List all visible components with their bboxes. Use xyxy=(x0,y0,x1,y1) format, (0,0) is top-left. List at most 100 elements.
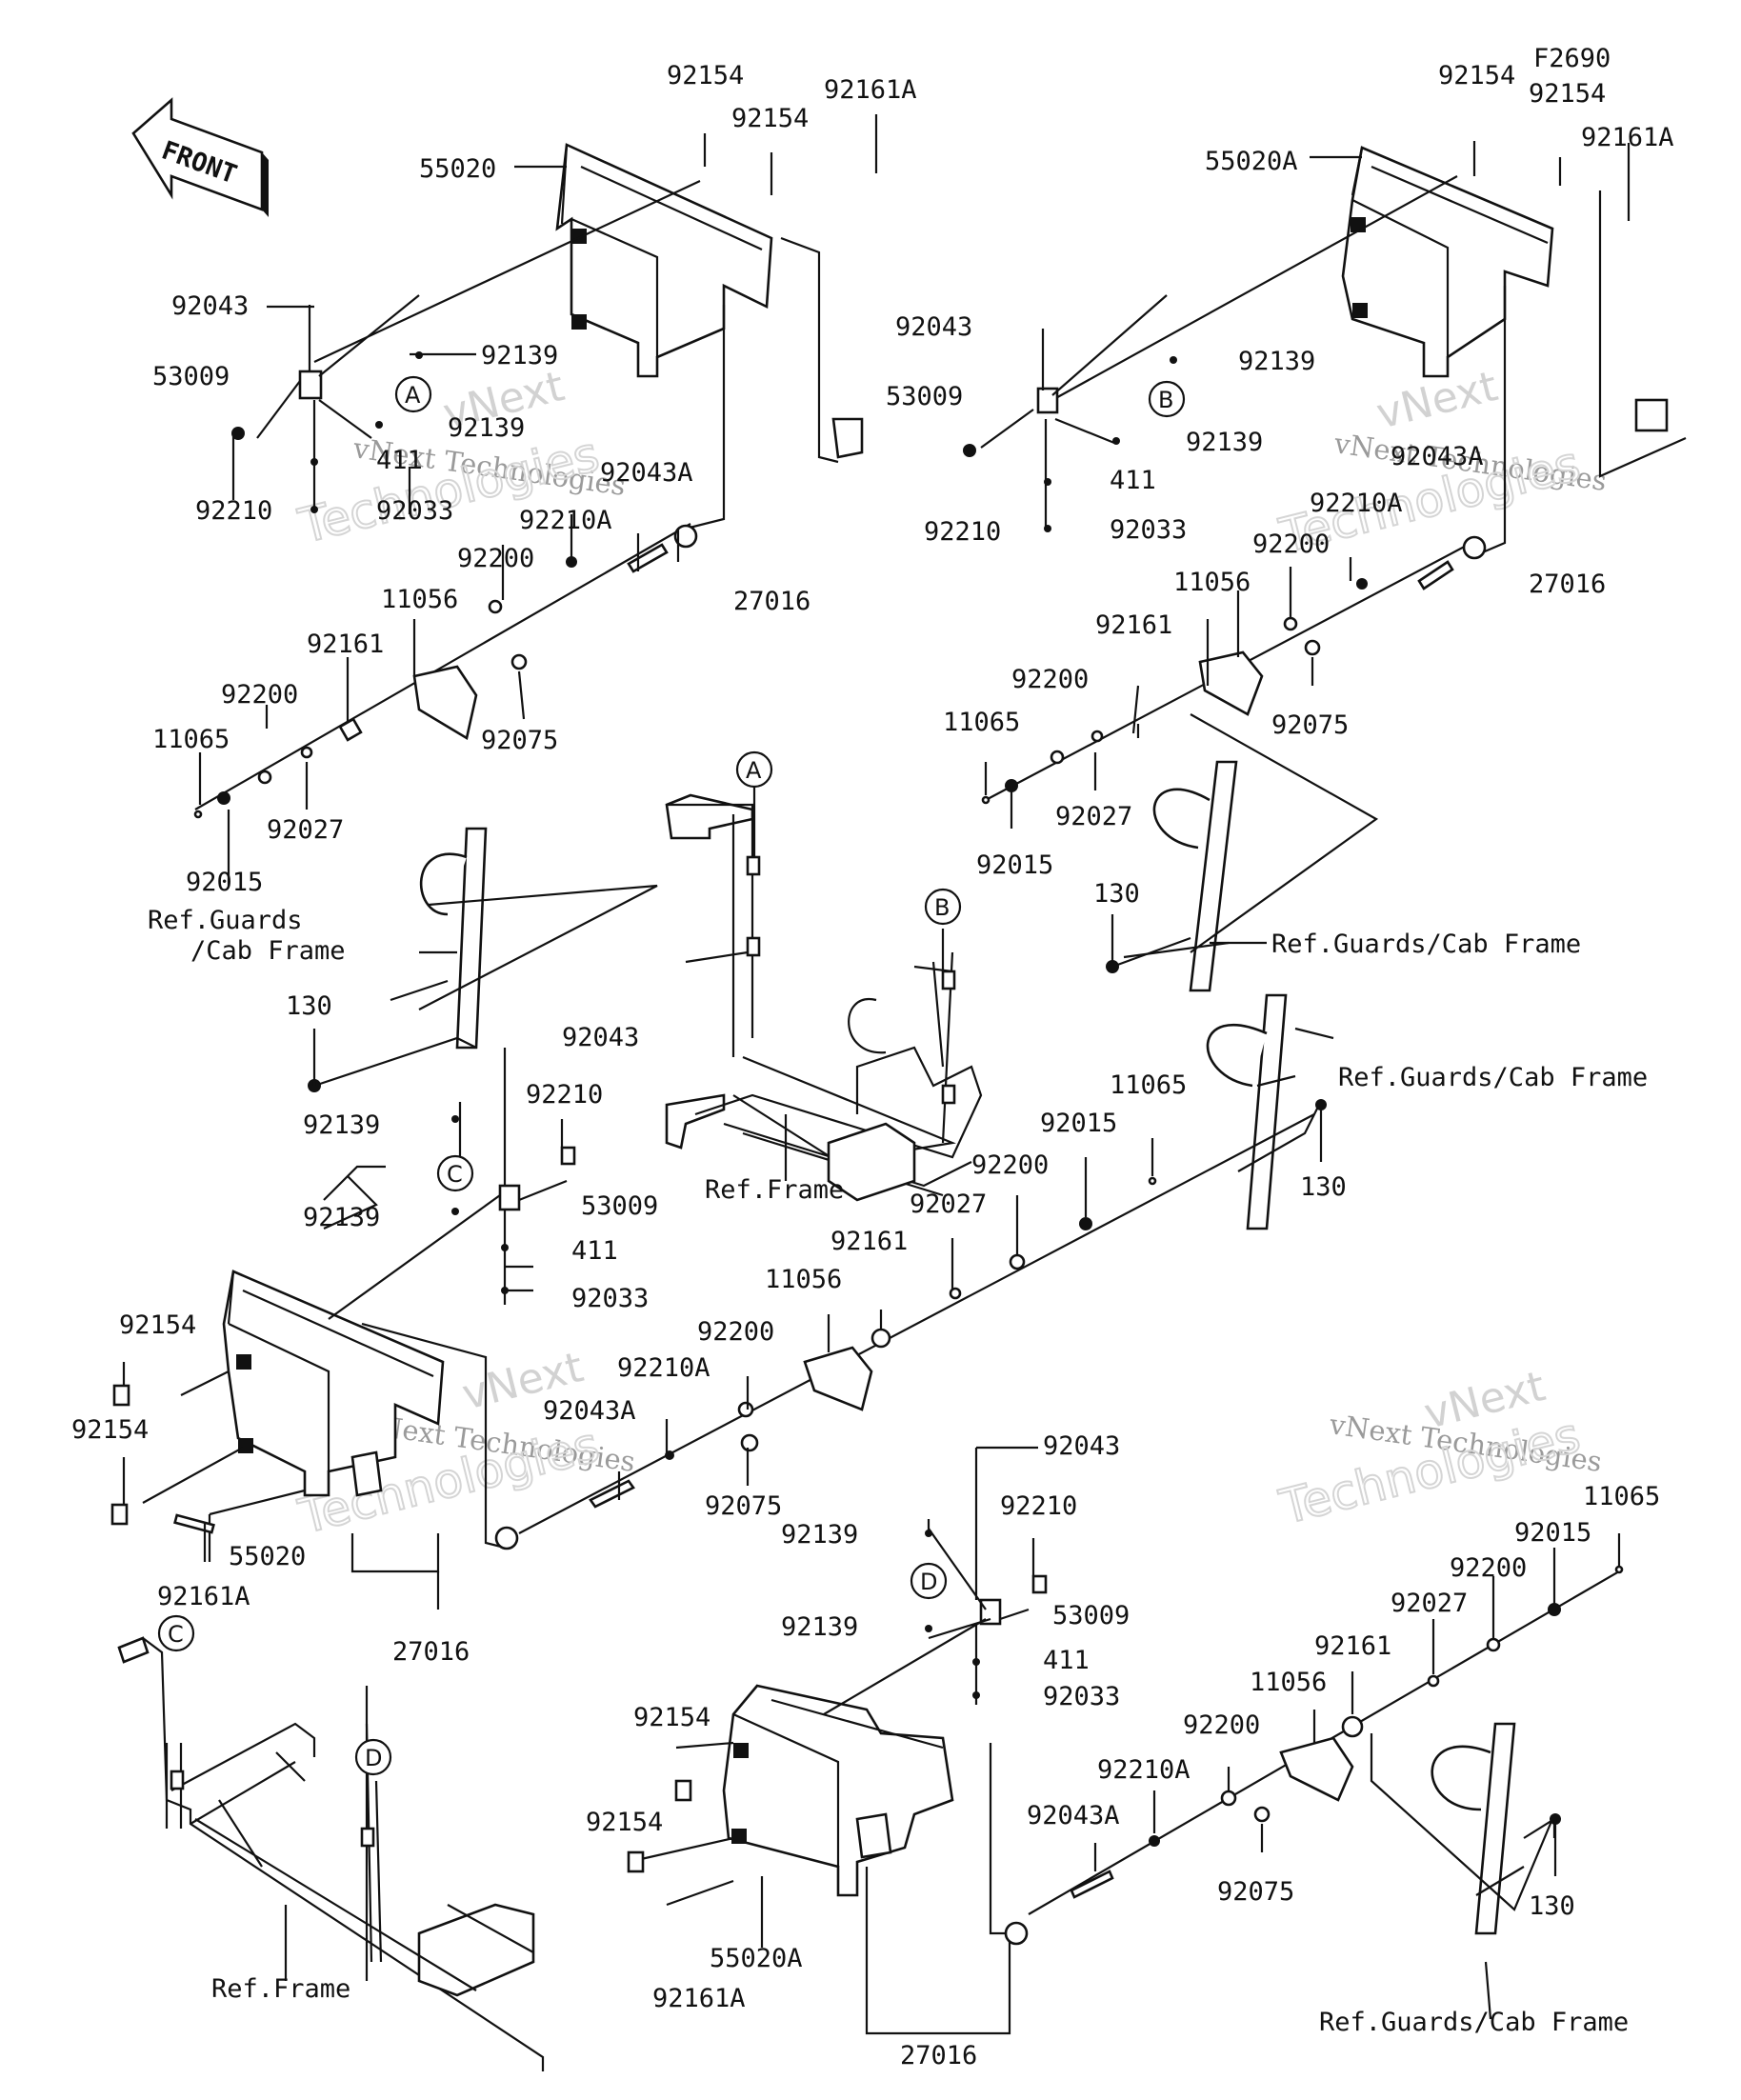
callout-b-q2 xyxy=(1148,380,1186,418)
part-label: 92161 xyxy=(830,1227,908,1256)
part-label: C xyxy=(168,1621,184,1648)
part-label: Ref.Frame xyxy=(211,1974,350,2004)
part-label: 92043 xyxy=(171,291,249,321)
part-label: Ref.Frame xyxy=(705,1175,844,1205)
part-label: 92043A xyxy=(600,458,693,488)
part-label: B xyxy=(1158,387,1173,413)
part-label: C xyxy=(447,1161,463,1188)
part-label: 53009 xyxy=(1052,1601,1130,1630)
part-label: 92161 xyxy=(1314,1631,1391,1661)
part-label: 92139 xyxy=(448,413,525,443)
part-label: 92161A xyxy=(824,75,917,105)
part-label: 11056 xyxy=(1173,568,1251,597)
part-label: 92210A xyxy=(519,506,612,535)
part-label: 92210 xyxy=(924,517,1001,547)
callout-a-frame xyxy=(735,750,773,789)
part-label: 92200 xyxy=(1011,665,1089,694)
part-label: Ref.Guards/Cab Frame xyxy=(1319,2008,1629,2037)
part-label: 11065 xyxy=(1110,1070,1187,1100)
part-label: 92154 xyxy=(586,1808,663,1837)
part-label: 92139 xyxy=(481,341,558,370)
part-label: 92154 xyxy=(633,1703,710,1732)
part-label: 53009 xyxy=(581,1191,658,1221)
callout-a-q1 xyxy=(394,375,432,413)
part-label: A xyxy=(405,382,421,409)
part-label: 92043 xyxy=(562,1023,639,1052)
part-label: 130 xyxy=(1300,1172,1347,1202)
part-label: 92200 xyxy=(1252,530,1330,559)
part-label: 92200 xyxy=(1450,1553,1527,1583)
part-label: 92027 xyxy=(1055,802,1132,831)
part-label: 11065 xyxy=(943,708,1020,737)
part-label: 411 xyxy=(1110,466,1156,495)
part-label: 92075 xyxy=(481,726,558,755)
part-label: 27016 xyxy=(1529,570,1606,599)
part-label: 92033 xyxy=(1043,1682,1120,1711)
bin-55020-q1 xyxy=(555,143,773,378)
part-label: 411 xyxy=(376,446,423,475)
part-label: 92033 xyxy=(571,1284,649,1313)
part-label: 92015 xyxy=(1040,1109,1117,1138)
part-label: 11056 xyxy=(1250,1668,1327,1697)
part-label: 11056 xyxy=(381,585,458,614)
part-label: 92154 xyxy=(71,1415,149,1445)
part-label: 92043A xyxy=(1027,1801,1120,1830)
part-label: 92033 xyxy=(376,496,453,526)
part-label: 92210A xyxy=(1097,1755,1191,1785)
part-label: 55020 xyxy=(229,1542,306,1571)
part-label: 55020A xyxy=(1205,147,1298,176)
part-label: 92075 xyxy=(705,1491,782,1521)
part-label: 92015 xyxy=(1514,1518,1591,1548)
part-label: 92161A xyxy=(157,1582,250,1611)
part-label: 27016 xyxy=(900,2041,977,2070)
part-label: 92075 xyxy=(1217,1877,1294,1907)
part-label: D xyxy=(920,1569,937,1595)
callout-d-frame xyxy=(354,1738,392,1776)
part-label: 27016 xyxy=(733,587,810,616)
part-label: 11056 xyxy=(765,1265,842,1294)
part-label: 55020A xyxy=(710,1944,803,1973)
part-label: 92161 xyxy=(1095,610,1172,640)
part-label: 92210 xyxy=(1000,1491,1077,1521)
part-label: 92154 xyxy=(1438,61,1515,90)
callout-b-frame xyxy=(924,888,962,926)
part-label: A xyxy=(746,757,762,784)
part-label: 130 xyxy=(1529,1891,1575,1921)
q1-assembly xyxy=(193,114,878,1092)
part-label: 130 xyxy=(1093,879,1140,909)
part-label: /Cab Frame xyxy=(190,936,346,966)
lower-frame xyxy=(117,1636,545,2071)
part-label: 92139 xyxy=(1186,428,1263,457)
part-label: 92200 xyxy=(457,544,534,573)
callout-c-frame xyxy=(157,1614,195,1652)
part-label: Ref.Guards xyxy=(148,906,303,935)
part-label: D xyxy=(365,1745,382,1771)
part-label: 92139 xyxy=(303,1203,380,1232)
part-label: 92154 xyxy=(667,61,744,90)
part-label: 92015 xyxy=(976,850,1053,880)
q4-assembly xyxy=(627,1446,1624,2035)
q3-assembly xyxy=(110,1048,1315,1610)
part-label: 53009 xyxy=(886,382,963,411)
part-label: 92161A xyxy=(652,1984,746,2013)
center-frame xyxy=(665,767,1334,1230)
q2-assembly xyxy=(963,141,1687,992)
part-label: 92200 xyxy=(971,1150,1049,1180)
part-label: 92200 xyxy=(1183,1710,1260,1740)
diagram-code: F2690 xyxy=(1533,44,1611,73)
part-label: 92154 xyxy=(1529,79,1606,109)
part-label: 92075 xyxy=(1271,710,1349,740)
part-label: 411 xyxy=(1043,1646,1090,1675)
part-label: 130 xyxy=(286,991,332,1021)
part-label: 92015 xyxy=(186,868,263,897)
part-label: 92139 xyxy=(781,1520,858,1550)
part-label: 55020 xyxy=(419,154,496,184)
part-label: 92200 xyxy=(221,680,298,710)
part-label: 92043A xyxy=(1391,442,1484,471)
part-label: 92043A xyxy=(543,1396,636,1426)
callout-d-q4 xyxy=(910,1562,948,1600)
part-label: Ref.Guards/Cab Frame xyxy=(1338,1063,1648,1092)
part-label: 92154 xyxy=(119,1310,196,1340)
part-label: 92139 xyxy=(781,1612,858,1642)
